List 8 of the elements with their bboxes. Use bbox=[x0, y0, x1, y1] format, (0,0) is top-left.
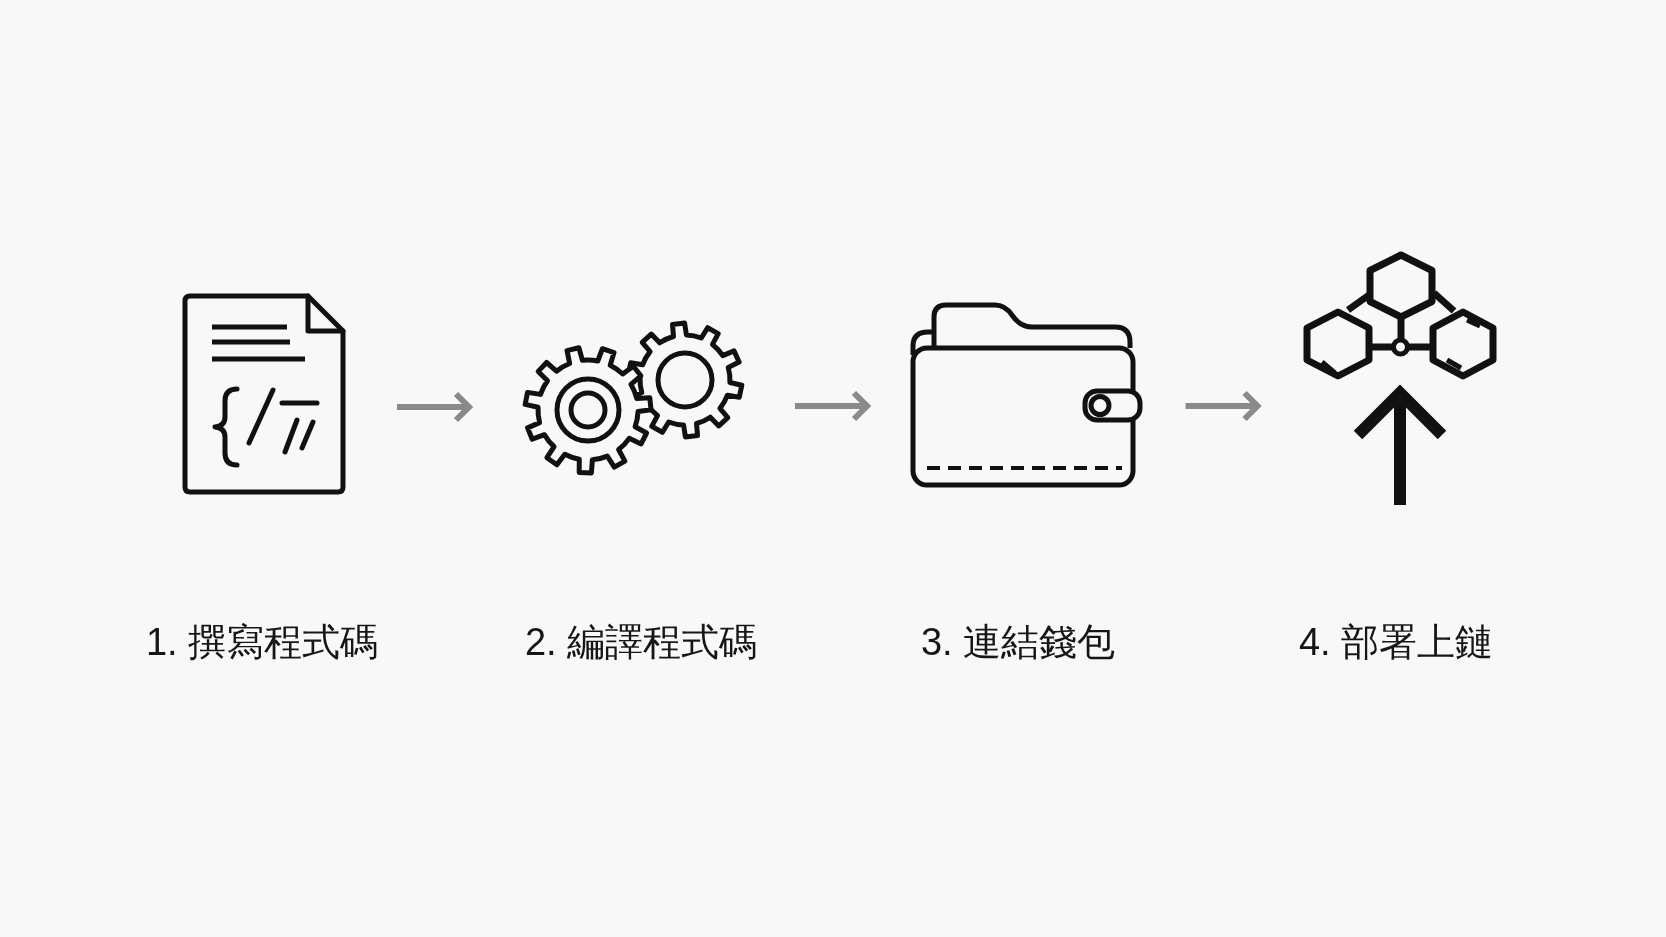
document-code-icon bbox=[182, 293, 346, 495]
step-label: 2. 編譯程式碼 bbox=[524, 620, 758, 665]
step-label: 4. 部署上鏈 bbox=[1298, 620, 1494, 665]
step-label: 3. 連結錢包 bbox=[920, 620, 1116, 665]
step-label: 1. 撰寫程式碼 bbox=[145, 620, 379, 665]
arrow bbox=[1185, 390, 1261, 422]
arrow bbox=[397, 391, 472, 423]
arrow bbox=[795, 390, 870, 422]
